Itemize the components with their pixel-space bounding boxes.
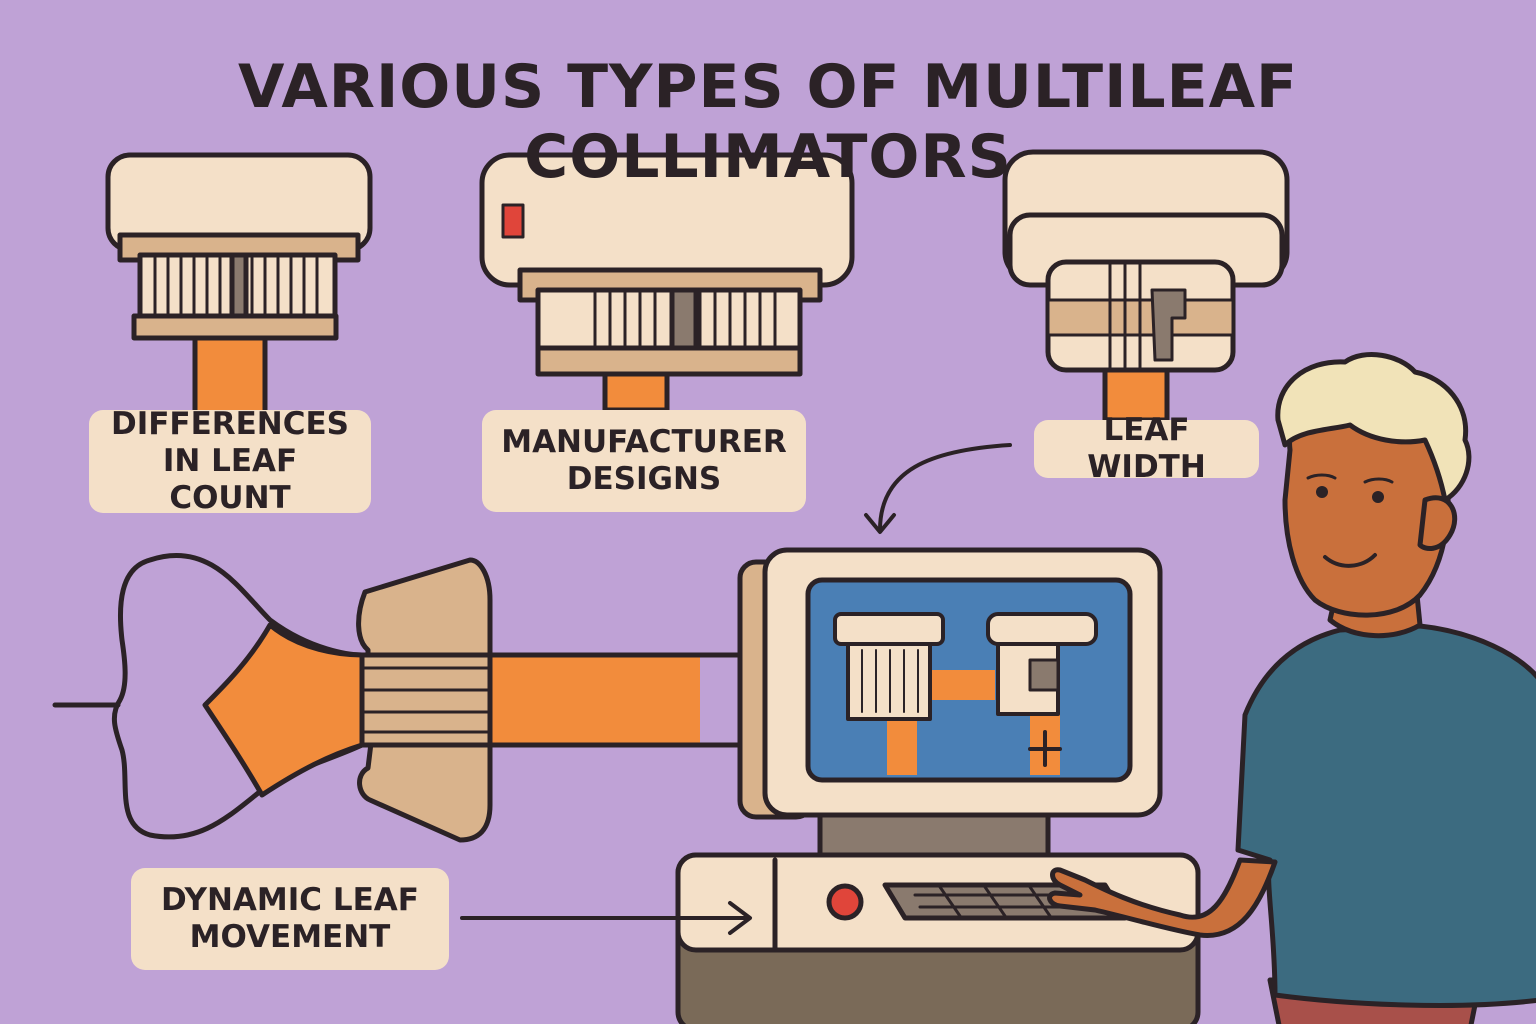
label-leaf-count-line-1: DIFFERENCES [110, 405, 350, 442]
label-dynamic-line-2: MOVEMENT [189, 919, 391, 955]
collimator-manufacturer [479, 152, 855, 413]
label-dynamic-movement: DYNAMIC LEAF MOVEMENT [131, 868, 449, 970]
computer [675, 547, 1201, 1024]
label-leaf-width: LEAF WIDTH [1034, 412, 1259, 485]
operator-person [1047, 352, 1536, 1024]
label-dynamic-line-1: DYNAMIC LEAF [161, 881, 419, 918]
collimator-leaf-width [1002, 149, 1290, 423]
label-manufacturer: MANUFACTURER DESIGNS [482, 410, 806, 512]
pointer-arrows [460, 443, 1012, 935]
page-title: VARIOUS TYPES OF MULTILEAF COLLIMATORS [237, 52, 1299, 192]
label-leaf-width-line-1: LEAF WIDTH [1087, 411, 1206, 485]
label-manufacturer-line-2: DESIGNS [566, 461, 722, 497]
label-leaf-count: DIFFERENCES IN LEAF COUNT [89, 406, 371, 516]
label-manufacturer-line-1: MANUFACTURER [501, 423, 787, 460]
label-leaf-count-line-2: IN LEAF COUNT [162, 442, 298, 517]
collimator-leaf-count [105, 152, 373, 423]
beam-source [52, 552, 743, 843]
